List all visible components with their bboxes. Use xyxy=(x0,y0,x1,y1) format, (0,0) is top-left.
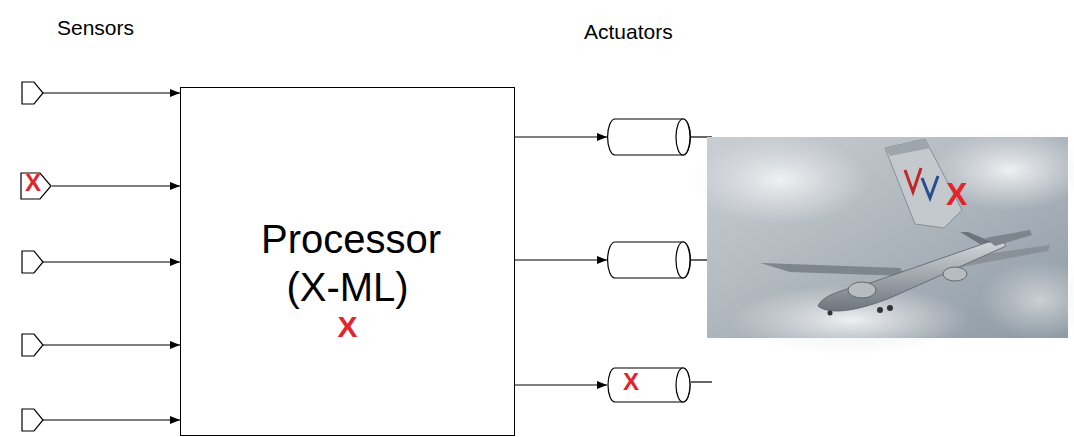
group-label: Actuators xyxy=(584,19,673,44)
failure-mark: X xyxy=(20,169,52,197)
processor-box: Processor (X-ML)X xyxy=(180,87,515,436)
signal-wire xyxy=(52,185,180,186)
box-title: Processor (X-ML) xyxy=(181,215,514,311)
signal-wire xyxy=(515,384,607,385)
actuator-symbol: X xyxy=(607,364,691,406)
airplane-photo xyxy=(690,130,1074,355)
failure-mark: X xyxy=(181,309,514,345)
group-label: Sensors xyxy=(57,15,134,40)
failure-mark: X xyxy=(607,364,691,400)
sensor-symbol: X xyxy=(20,169,52,203)
sensor-symbol xyxy=(22,82,43,431)
failure-mark: X xyxy=(946,175,967,213)
actuator-symbol xyxy=(608,119,691,278)
cylinder-outline xyxy=(607,364,691,406)
